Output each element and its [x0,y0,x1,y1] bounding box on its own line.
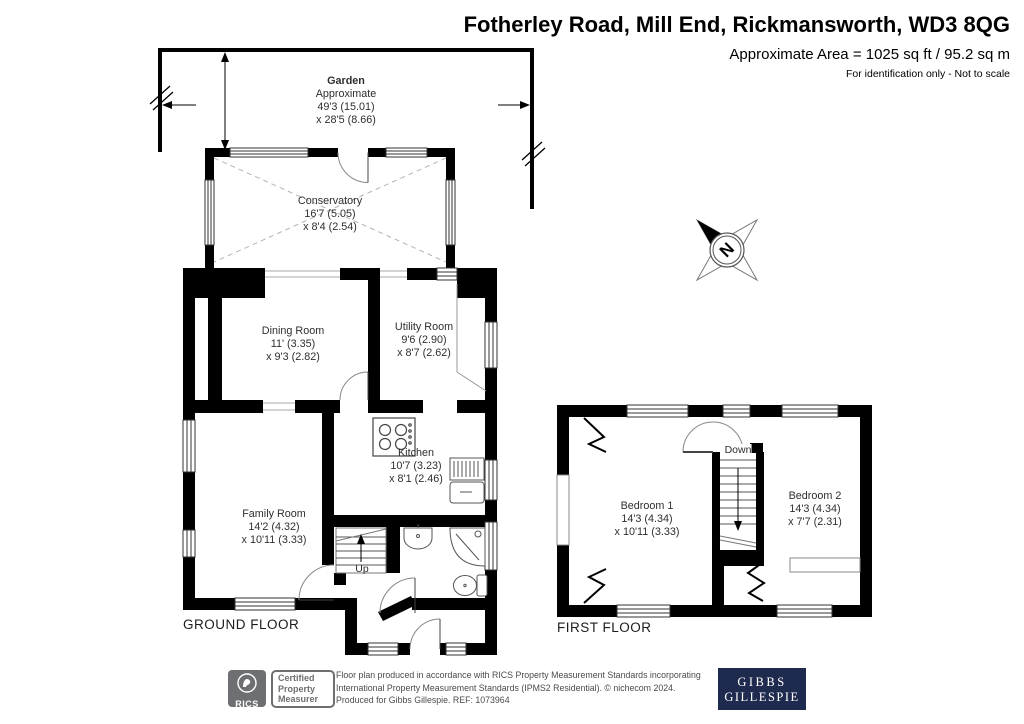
identification-note: For identification only - Not to scale [846,68,1010,80]
garden-boundary [149,48,546,209]
rics-wordmark: RICS [235,699,259,709]
rics-lion-icon [237,673,257,693]
footer: RICS Certified Property Measurer Floor p… [228,668,808,712]
approximate-area: Approximate Area = 1025 sq ft / 95.2 sq … [729,46,1010,63]
certified-property-measurer-badge: Certified Property Measurer [271,670,335,708]
bedroom1-label: Bedroom 1 14'3 (4.34) x 10'11 (3.33) [614,500,680,538]
dining-room-label: Dining Room 11' (3.35) x 9'3 (2.82) [261,325,325,363]
first-floor-windows [556,404,839,618]
footer-disclaimer: Floor plan produced in accordance with R… [336,670,701,705]
utility-room-label: Utility Room 9'6 (2.90) x 8'7 (2.62) [394,321,454,359]
basin-icon [403,524,433,550]
utility-worktop [456,284,487,392]
compass-icon: N [695,218,759,282]
conservatory-door [337,152,369,183]
hob-icon [372,417,416,457]
ground-floor-doors [298,371,441,650]
stairs-up-label: Up [355,563,369,575]
stairs-down [719,459,757,548]
first-floor-label: FIRST FLOOR [557,620,652,635]
first-floor-walls [557,405,872,617]
ground-floor-openings [263,270,407,411]
conservatory-label: Conservatory 16'7 (5.05) x 8'4 (2.54) [297,195,363,233]
landing-door [682,421,744,453]
stairs-down-label: Down [724,444,752,456]
kitchen-label: Kitchen 10'7 (3.23) x 8'1 (2.46) [389,447,443,485]
bedroom2-label: Bedroom 2 14'3 (4.34) x 7'7 (2.31) [788,490,842,528]
ground-floor-walls [183,268,497,655]
page-title: Fotherley Road, Mill End, Rickmansworth,… [463,12,1010,37]
ground-floor-label: GROUND FLOOR [183,617,300,632]
ground-floor-windows [182,267,498,656]
stairs-up [335,527,387,574]
sink-appliance-icon [449,457,485,504]
bedroom2-wardrobe [789,557,861,573]
conservatory-walls [204,147,456,272]
shower-icon [449,527,486,567]
rics-logo: RICS [228,670,266,709]
wardrobe-zigzags [583,417,766,604]
garden-label: Garden Approximate 49'3 (15.01) x 28'5 (… [315,75,377,126]
gibbs-gillespie-logo: GIBBS GILLESPIE [718,668,806,710]
family-room-label: Family Room 14'2 (4.32) x 10'11 (3.33) [241,508,307,546]
toilet-icon [453,574,488,597]
